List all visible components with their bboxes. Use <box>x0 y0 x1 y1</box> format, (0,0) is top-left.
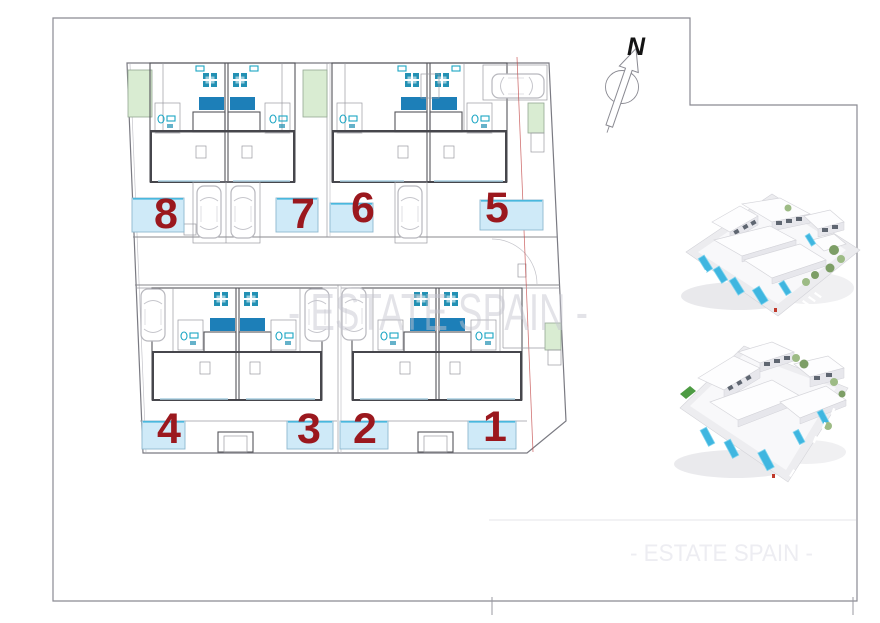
north-label: N <box>627 33 646 61</box>
render-person <box>772 474 775 478</box>
planter-unit-7 <box>230 97 255 110</box>
pool-unit-6 <box>329 202 374 233</box>
unit-7: 7 <box>275 190 319 238</box>
garage-forecourt <box>394 181 428 244</box>
garden-unit-8 <box>127 69 153 118</box>
unit-8: 8 <box>131 190 185 238</box>
watermark-text: - ESTATE SPAIN - <box>288 284 588 342</box>
driveway-arc <box>491 238 538 285</box>
unit-5: 5 <box>479 184 544 232</box>
parking-unit-5 <box>482 64 548 101</box>
aerial-render-bottom <box>674 341 849 483</box>
garage-forecourt <box>192 181 261 244</box>
watermark-faint-text: - ESTATE SPAIN - <box>630 540 813 567</box>
pool-unit-8 <box>131 197 185 233</box>
unit-4: 4 <box>141 405 186 453</box>
planter-unit-1 <box>440 318 465 331</box>
compass-circle <box>605 70 639 104</box>
section-line <box>516 56 534 453</box>
living-rooms <box>352 351 522 401</box>
frame-border <box>52 17 858 615</box>
render-pools <box>697 232 817 306</box>
unit-1: 1 <box>467 403 517 451</box>
render-road-markings <box>789 407 836 482</box>
pool-unit-3 <box>286 420 334 450</box>
render-buildings <box>697 341 847 428</box>
render-road-markings <box>694 233 846 307</box>
render-buildings <box>711 197 847 285</box>
render-trees <box>792 354 846 430</box>
unit-number-6: 6 <box>351 184 375 232</box>
car-unit-6 <box>397 185 423 239</box>
basement-stair-steps <box>423 435 448 453</box>
bathtub <box>420 73 440 99</box>
unit-number-3: 3 <box>297 405 321 453</box>
garden-unit-5 <box>527 102 545 134</box>
planter-unit-4 <box>210 318 235 331</box>
block-units-4-3 <box>136 285 342 453</box>
car-unit-7 <box>230 185 256 239</box>
planter-unit-5 <box>432 97 457 110</box>
block-units-6-5 <box>302 56 548 453</box>
car-unit-4 <box>140 288 166 342</box>
living-rooms <box>152 351 322 401</box>
unit-number-1: 1 <box>483 403 507 451</box>
planter-unit-6 <box>401 97 426 110</box>
north-compass: N <box>605 33 646 133</box>
unit-number-4: 4 <box>157 405 181 453</box>
pool-unit-5 <box>479 199 544 231</box>
aerial-render-top <box>681 193 861 317</box>
render-person <box>774 308 777 312</box>
unit-number-7: 7 <box>291 190 315 238</box>
unit-number-5: 5 <box>485 184 509 232</box>
north-arrow-icon <box>605 47 639 133</box>
render-hedge <box>680 386 696 399</box>
garden-unit-6 <box>302 69 328 118</box>
render-pools <box>699 408 830 472</box>
unit-number-8: 8 <box>154 190 178 238</box>
unit-6: 6 <box>329 184 375 233</box>
block-units-2-1 <box>341 287 562 453</box>
render-trees <box>784 204 845 286</box>
planter-unit-2 <box>410 318 435 331</box>
planter-unit-3 <box>240 318 265 331</box>
pool-unit-4 <box>141 420 186 450</box>
unit-number-2: 2 <box>353 405 377 453</box>
unit-3: 3 <box>286 405 334 453</box>
car-unit-8 <box>196 185 222 239</box>
pool-unit-7 <box>275 197 319 233</box>
unit-2: 2 <box>339 405 389 453</box>
basement-stair-steps <box>223 435 248 453</box>
planter-unit-8 <box>199 97 224 110</box>
block-units-8-7 <box>127 62 331 244</box>
pools-and-numbers: 8 7 6 5 4 3 2 <box>131 184 544 453</box>
